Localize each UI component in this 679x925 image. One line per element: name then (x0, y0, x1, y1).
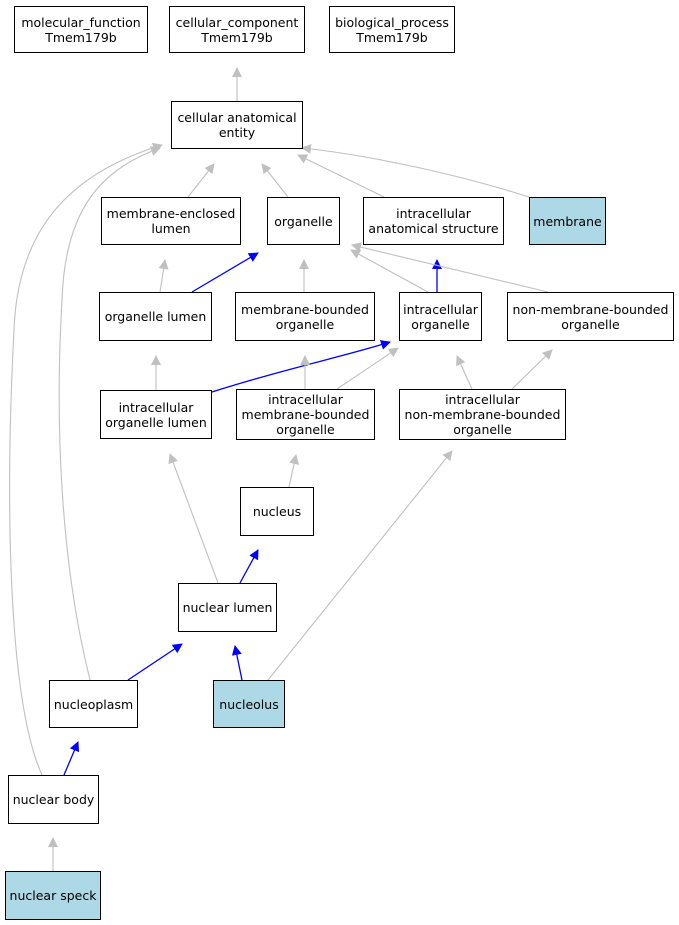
edge-is-a-intracellular-organelle-to-organelle (350, 249, 429, 293)
edge-is-a-intracellular-non-membrane-bounded-organelle-to-non-membrane-bounded-organelle (511, 349, 553, 390)
edge-is-a-nuclear-lumen-to-intracellular-organelle-lumen (168, 453, 219, 584)
node-membrane-enclosed-lumen[interactable]: membrane-enclosed lumen (101, 197, 241, 245)
edge-is-a-membrane-to-cellular-anatomical-entity (301, 143, 530, 198)
node-organelle[interactable]: organelle (267, 197, 340, 245)
edge-is-a-non-membrane-bounded-organelle-to-organelle (351, 242, 549, 293)
node-cellular-component[interactable]: cellular_component Tmem179b (169, 6, 305, 53)
edge-part-of-intracellular-organelle-lumen-to-intracellular-organelle (211, 340, 391, 393)
node-nucleoplasm[interactable]: nucleoplasm (49, 680, 138, 728)
node-membrane-bounded-organelle[interactable]: membrane-bounded organelle (235, 292, 375, 341)
edge-is-a-nuclear-body-to-cellular-anatomical-entity (9, 142, 163, 776)
edge-is-a-nucleolus-to-intracellular-non-membrane-bounded-organelle (267, 450, 453, 681)
node-intracellular-organelle-lumen[interactable]: intracellular organelle lumen (100, 390, 212, 439)
node-intracellular-organelle[interactable]: intracellular organelle (399, 292, 482, 341)
node-nuclear-lumen[interactable]: nuclear lumen (178, 583, 277, 632)
edge-part-of-nucleoplasm-to-nuclear-lumen (127, 643, 183, 681)
edge-is-a-membrane-enclosed-lumen-to-cellular-anatomical-entity (187, 163, 215, 198)
edge-is-a-organelle-to-cellular-anatomical-entity (261, 163, 289, 198)
node-biological-process[interactable]: biological_process Tmem179b (329, 6, 455, 53)
edge-part-of-organelle-lumen-to-organelle (191, 252, 259, 293)
node-nucleolus[interactable]: nucleolus (213, 680, 285, 728)
edge-part-of-nuclear-body-to-nucleoplasm (63, 741, 80, 776)
node-membrane[interactable]: membrane (529, 197, 606, 245)
node-organelle-lumen[interactable]: organelle lumen (99, 292, 212, 341)
node-intracellular-membrane-bounded-organelle[interactable]: intracellular membrane-bounded organelle (236, 389, 375, 440)
edge-is-a-intracellular-anatomical-structure-to-cellular-anatomical-entity (297, 154, 385, 198)
node-intracellular-anatomical-structure[interactable]: intracellular anatomical structure (363, 197, 504, 245)
edge-is-a-intracellular-membrane-bounded-organelle-to-intracellular-organelle (336, 347, 399, 390)
edge-is-a-intracellular-non-membrane-bounded-organelle-to-intracellular-organelle (456, 355, 473, 390)
node-cellular-anatomical-entity[interactable]: cellular anatomical entity (171, 101, 303, 149)
edge-is-a-nucleus-to-intracellular-membrane-bounded-organelle (288, 454, 299, 488)
edge-part-of-nucleolus-to-nuclear-lumen (231, 645, 243, 681)
edge-is-a-nucleoplasm-to-cellular-anatomical-entity (58, 146, 161, 681)
node-intracellular-non-membrane-bounded-organelle[interactable]: intracellular non-membrane-bounded organ… (399, 389, 566, 440)
edge-is-a-organelle-lumen-to-membrane-enclosed-lumen (158, 259, 169, 293)
edge-part-of-nuclear-lumen-to-nucleus (239, 549, 259, 584)
node-nuclear-body[interactable]: nuclear body (8, 775, 99, 824)
node-nucleus[interactable]: nucleus (240, 487, 314, 536)
node-molecular-function[interactable]: molecular_function Tmem179b (14, 6, 148, 53)
node-non-membrane-bounded-organelle[interactable]: non-membrane-bounded organelle (507, 292, 674, 341)
node-nuclear-speck[interactable]: nuclear speck (5, 871, 101, 920)
